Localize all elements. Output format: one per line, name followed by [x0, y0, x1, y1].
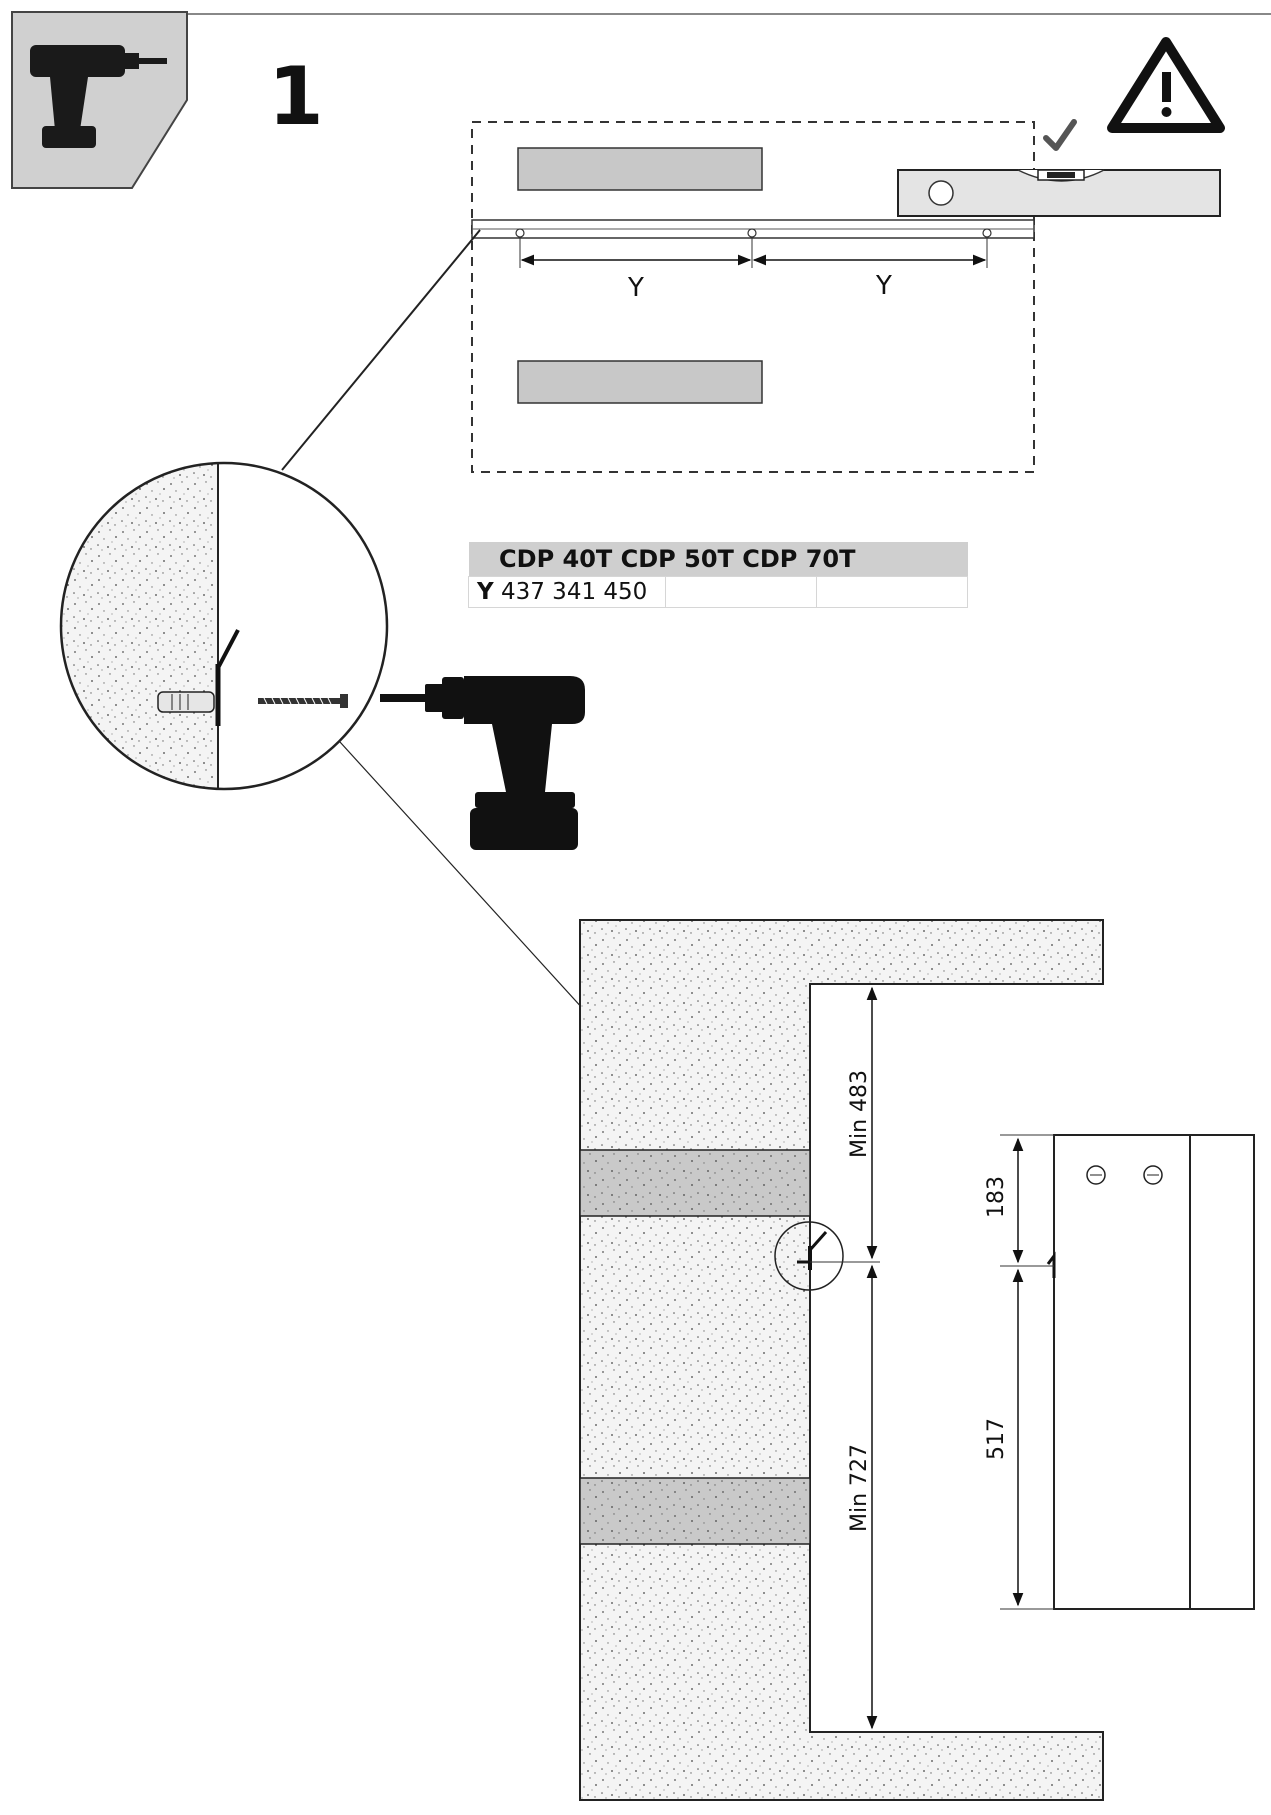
- checkmark-icon: [1043, 119, 1077, 151]
- dim-min-483: Min 483: [847, 1070, 872, 1158]
- dim-517: 517: [984, 1418, 1009, 1460]
- stud-lower: [579, 1477, 811, 1545]
- dimension-label-y-right: Y: [875, 271, 892, 301]
- spec-table: CDP 40T CDP 50T CDP 70T Y 437 341 450: [468, 542, 968, 608]
- spec-table-header: CDP 40T CDP 50T CDP 70T: [468, 542, 968, 577]
- spec-table-row: Y 437 341 450: [468, 576, 968, 608]
- spec-table-cell-empty: [816, 576, 968, 608]
- spec-table-header-row: CDP 40T CDP 50T CDP 70T: [468, 542, 968, 577]
- spirit-level: [897, 119, 1221, 217]
- leader-line: [281, 229, 481, 471]
- drill-illustration: [380, 676, 585, 850]
- heater-side-view: 183 517: [984, 1134, 1255, 1610]
- step-number: 1: [268, 50, 324, 143]
- rail-hole: [515, 228, 525, 238]
- stud-upper: [579, 1149, 811, 1217]
- dim-183: 183: [984, 1176, 1009, 1218]
- rail-detail: Y Y: [471, 121, 1035, 473]
- dimension-label-y-left: Y: [627, 273, 644, 303]
- bracket-callout: [774, 1221, 844, 1291]
- tool-badge: [11, 11, 188, 189]
- spec-table-cell: Y 437 341 450: [468, 576, 666, 608]
- cordless-drill-icon: [30, 45, 167, 148]
- wall-stud-upper: [517, 147, 763, 191]
- row-values: 437 341 450: [500, 579, 648, 605]
- spec-table-cell-empty: [665, 576, 817, 608]
- row-label-y: Y: [477, 579, 494, 605]
- dim-min-727: Min 727: [847, 1444, 872, 1532]
- wall-stud-lower: [517, 360, 763, 404]
- dashed-outline: [471, 121, 1035, 473]
- rail-hole: [982, 228, 992, 238]
- wall-section: Min 483 Min 727: [579, 919, 1104, 1801]
- rail-hole: [747, 228, 757, 238]
- warning-triangle-icon: [1107, 37, 1225, 133]
- anchor-zoom-detail: [59, 461, 389, 791]
